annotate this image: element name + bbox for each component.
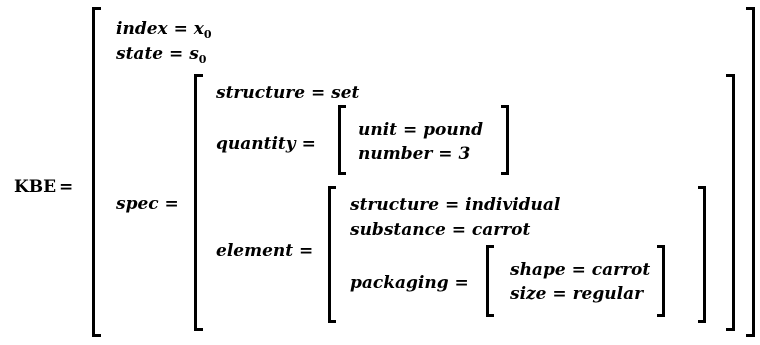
spec-structure-feature: structure = set (216, 83, 360, 103)
packaging-feature: packaging = (350, 273, 469, 293)
quantity-feature: quantity = (216, 134, 316, 154)
shape-feature: shape = carrot (510, 260, 651, 280)
element-structure-feature: structure = individual (350, 195, 561, 215)
size-feature: size = regular (510, 284, 644, 304)
substance-feature: substance = carrot (350, 220, 531, 240)
element-feature: element = (216, 241, 314, 261)
unit-feature: unit = pound (358, 120, 483, 140)
kbe-label: KBE (14, 177, 57, 197)
state-feature: state = s0 (116, 44, 207, 66)
spec-feature: spec = (116, 194, 179, 214)
number-feature: number = 3 (358, 144, 471, 164)
index-feature: index = x0 (116, 19, 212, 41)
equals-sign: = (59, 177, 74, 197)
